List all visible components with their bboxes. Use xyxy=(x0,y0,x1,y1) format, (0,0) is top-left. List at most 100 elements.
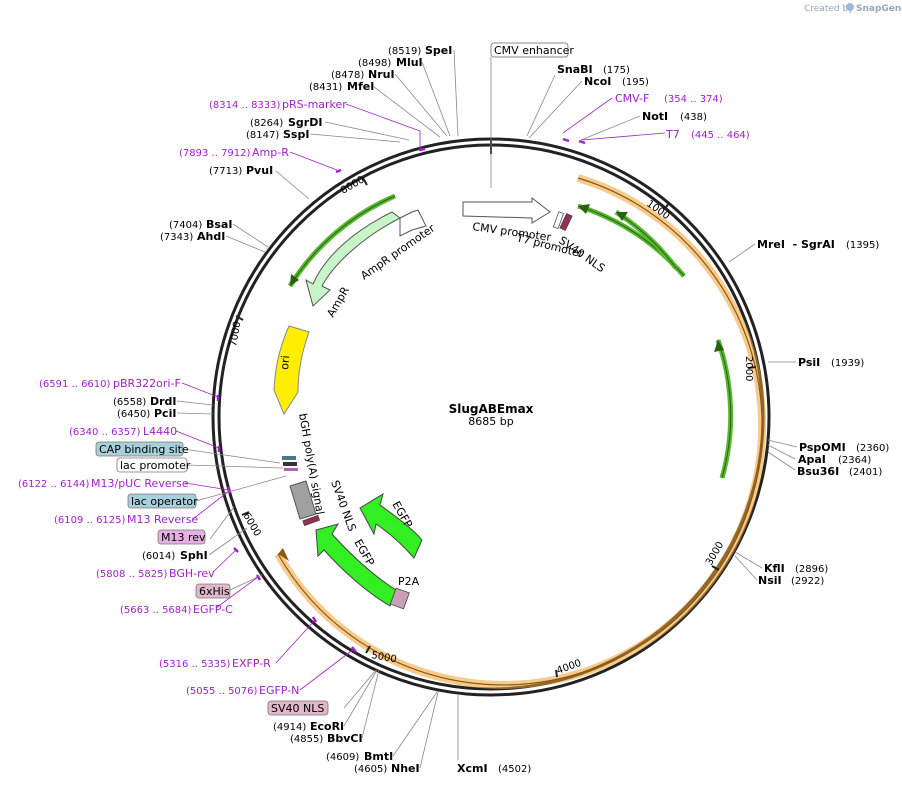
site-pspomi[interactable]: PspOMI xyxy=(799,441,846,454)
site-mlui[interactable]: MluI xyxy=(396,56,423,69)
cmv-enhancer-feature[interactable]: CMV enhancer xyxy=(490,42,574,58)
cmv-enhancer-label: CMV enhancer xyxy=(494,44,574,57)
site-ncoi-pos: (195) xyxy=(622,77,649,88)
sv40-nls-inner-feature[interactable]: SV40 NLS xyxy=(552,211,607,275)
ori-feature[interactable]: ori xyxy=(273,325,310,416)
primer-egfp-n-range: (5055 .. 5076) xyxy=(186,686,258,697)
cds-arrowhead xyxy=(278,548,289,561)
p2a-feature[interactable]: P2A xyxy=(389,575,420,610)
site-sspi-pos: (8147) xyxy=(246,130,279,141)
primer-m13-puc-reverse[interactable]: M13/pUC Reverse xyxy=(91,477,189,490)
site-sspi[interactable]: SspI xyxy=(283,128,309,141)
site-psii-pos: (1939) xyxy=(831,358,864,369)
site-bsai[interactable]: BsaI xyxy=(206,218,232,231)
left-primers: (8314 .. 8333) pRS-marker (7893 .. 7912)… xyxy=(18,98,347,697)
primer-amp-r[interactable]: Amp-R xyxy=(252,146,289,159)
site-bmti[interactable]: BmtI xyxy=(364,750,393,763)
tick-2000: 2000 xyxy=(743,356,754,381)
primer-exfp-r-range: (5316 .. 5335) xyxy=(159,659,231,670)
site-bsu36i-pos: (2401) xyxy=(849,467,882,478)
site-pvui[interactable]: PvuI xyxy=(246,164,273,177)
site-nsii[interactable]: NsiI xyxy=(758,574,782,587)
site-noti-pos: (438) xyxy=(680,112,707,123)
cap-binding-site-label: CAP binding site xyxy=(99,443,189,456)
site-drdi[interactable]: DrdI xyxy=(150,395,177,408)
primer-t7[interactable]: T7 xyxy=(665,128,680,141)
site-psii[interactable]: PsiI xyxy=(798,356,820,369)
site-nsii-pos: (2922) xyxy=(791,576,824,587)
leader-lines-right-primers xyxy=(562,97,666,141)
sv40-nls-outer-feature[interactable]: SV40 NLS xyxy=(267,700,329,716)
primer-l4440[interactable]: L4440 xyxy=(143,425,177,438)
lac-marker-c xyxy=(284,468,298,471)
site-ecori[interactable]: EcoRI xyxy=(310,720,344,733)
site-bbvci-pos: (4855) xyxy=(290,734,323,745)
site-nrui[interactable]: NruI xyxy=(368,68,395,81)
primer-pbr322ori-f[interactable]: pBR322ori-F xyxy=(113,377,181,390)
primer-amp-r-range: (7893 .. 7912) xyxy=(179,148,251,159)
m13-rev-feature[interactable]: M13 rev xyxy=(157,529,206,545)
feature-arc-c-head xyxy=(714,340,724,352)
p2a-label: P2A xyxy=(398,575,420,588)
primer-m13-puc-reverse-range: (6122 .. 6144) xyxy=(18,479,90,490)
primer-exfp-r[interactable]: EXFP-R xyxy=(232,657,271,670)
lac-marker-b xyxy=(283,462,297,466)
lac-operator-feature[interactable]: lac operator xyxy=(127,493,198,509)
site-bsai-pos: (7404) xyxy=(169,220,202,231)
tick-7000: 7000 xyxy=(228,321,243,348)
site-mlui-pos: (8498) xyxy=(358,58,391,69)
leader-lines-right xyxy=(457,57,798,760)
snapgene-logo-icon xyxy=(846,3,854,11)
credit-brand: SnapGene xyxy=(856,4,902,14)
primer-prs-marker-range: (8314 .. 8333) xyxy=(209,100,281,111)
ori-label: ori xyxy=(278,355,292,370)
site-ahdi[interactable]: AhdI xyxy=(197,230,225,243)
egfp-lower-feature[interactable]: EGFP xyxy=(315,523,397,607)
site-snabi[interactable]: SnaBI xyxy=(557,63,593,76)
site-mrei-sgrai-pos: (1395) xyxy=(846,240,879,251)
site-mrei-sgrai[interactable]: MreI - SgrAI xyxy=(757,238,835,251)
site-mfei[interactable]: MfeI xyxy=(347,80,374,93)
site-spei[interactable]: SpeI xyxy=(425,44,452,57)
m13-rev-label: M13 rev xyxy=(161,531,206,544)
leader-lines-left-primers xyxy=(175,103,421,691)
site-pvui-pos: (7713) xyxy=(209,166,242,177)
primer-m13-reverse-range: (6109 .. 6125) xyxy=(54,515,126,526)
site-sgrdi[interactable]: SgrDI xyxy=(288,116,322,129)
plasmid-name: SlugABEmax xyxy=(449,402,534,416)
site-sphi[interactable]: SphI xyxy=(180,549,208,562)
lac-promoter-feature[interactable]: lac promoter xyxy=(116,457,191,473)
bgh-polya-feature[interactable]: bGH poly(A) signal xyxy=(282,412,327,520)
site-pcii[interactable]: PciI xyxy=(154,407,176,420)
primer-l4440-range: (6340 .. 6357) xyxy=(69,427,141,438)
cds-band[interactable] xyxy=(274,174,767,689)
site-ecori-pos: (4914) xyxy=(273,722,306,733)
plasmid-size: 8685 bp xyxy=(468,415,513,428)
right-primers: CMV-F (354 .. 374) T7 (445 .. 464) xyxy=(615,92,750,141)
primer-egfp-c[interactable]: EGFP-C xyxy=(193,603,233,616)
right-sites: SnaBI (175) NcoI (195) NotI (438) MreI -… xyxy=(457,63,889,775)
primer-egfp-n[interactable]: EGFP-N xyxy=(259,684,299,697)
site-noti[interactable]: NotI xyxy=(642,110,668,123)
primer-m13-reverse[interactable]: M13 Reverse xyxy=(127,513,198,526)
site-ahdi-pos: (7343) xyxy=(160,232,193,243)
ampr-promoter-feature[interactable]: AmpR promoter xyxy=(358,209,438,282)
site-sphi-pos: (6014) xyxy=(142,551,175,562)
tick-marks xyxy=(235,139,757,678)
6xhis-feature[interactable]: 6xHis xyxy=(195,583,231,599)
site-nrui-pos: (8478) xyxy=(331,70,364,81)
cap-binding-site-feature[interactable]: CAP binding site xyxy=(95,441,189,457)
site-sgrdi-pos: (8264) xyxy=(250,118,283,129)
primer-cmv-f[interactable]: CMV-F xyxy=(615,92,649,105)
site-kfli-pos: (2896) xyxy=(795,564,828,575)
site-ncoi[interactable]: NcoI xyxy=(584,75,611,88)
site-kfli[interactable]: KflI xyxy=(764,562,785,575)
site-xcmi[interactable]: XcmI xyxy=(457,762,488,775)
site-bbvci[interactable]: BbvCI xyxy=(327,732,363,745)
site-apai[interactable]: ApaI xyxy=(798,453,826,466)
site-bsu36i[interactable]: Bsu36I xyxy=(797,465,839,478)
site-nhei[interactable]: NheI xyxy=(391,762,420,775)
primer-bgh-rev[interactable]: BGH-rev xyxy=(169,567,215,580)
lac-operator-label: lac operator xyxy=(131,495,198,508)
primer-prs-marker[interactable]: pRS-marker xyxy=(282,98,347,111)
